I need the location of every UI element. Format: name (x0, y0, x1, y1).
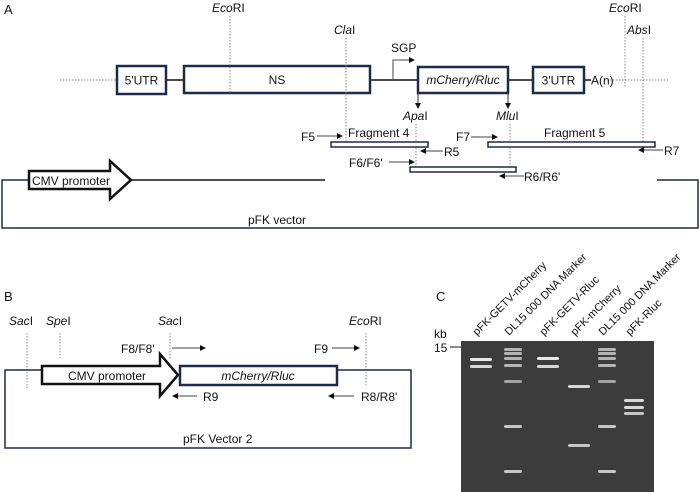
sgp-label: SGP (391, 41, 416, 55)
gel-band (598, 425, 616, 428)
ecori-site-label: EcoRI (212, 1, 245, 15)
primer-r7-label: R7 (664, 144, 680, 158)
primer-f9-label: F9 (314, 342, 328, 356)
panel-a-label: A (4, 2, 13, 17)
cmv-promoter-b-arrow: CMV promoter (40, 350, 180, 400)
reporter-b-label: mCherry/Rluc (221, 369, 294, 383)
primer-f8-label: F8/F8' (121, 342, 155, 356)
spei-site-label: SpeI (46, 314, 71, 328)
utr5-label: 5'UTR (125, 74, 159, 88)
reporter-b-box: mCherry/Rluc (178, 364, 339, 387)
cmv-promoter-b-label: CMV promoter (68, 369, 146, 383)
gel-band (504, 357, 522, 360)
utr3-box: 3'UTR (531, 65, 586, 95)
primer-r8-label: R8/R8' (361, 390, 397, 404)
gel-band (470, 358, 492, 361)
utr5-box: 5'UTR (115, 64, 168, 96)
primer-f5-label: F5 (301, 130, 315, 144)
apai-site-label: ApaI (402, 109, 428, 123)
gel-band (598, 364, 616, 367)
gel-band (598, 357, 616, 360)
primer-r6-label: R6/R6' (524, 170, 560, 184)
pfk-vector-2-label: pFK Vector 2 (183, 432, 253, 446)
polya-label: A(n) (591, 74, 614, 88)
primer-r5-label: R5 (444, 145, 460, 159)
gel-band (624, 406, 644, 409)
gel-band (568, 444, 590, 447)
gel-bands (470, 348, 644, 473)
pfk-vector-label: pFK vector (248, 213, 306, 227)
ecori-site-2-label: EcoRI (609, 1, 642, 15)
ns-box: NS (182, 64, 372, 95)
gel-band (624, 412, 644, 415)
reporter-box: mCherry/Rluc (416, 65, 510, 95)
fragment-4-bar (330, 141, 429, 148)
fragment-6-bar (409, 166, 517, 173)
ns-label: NS (269, 73, 286, 87)
gel-band (537, 365, 559, 368)
gel-band (504, 348, 522, 351)
gel-band (470, 365, 492, 368)
saci-site-label: SacI (9, 314, 33, 328)
primer-r9-label: R9 (203, 390, 219, 404)
utr3-label: 3'UTR (542, 74, 576, 88)
gel-band (624, 399, 644, 402)
primer-f7-label: F7 (456, 130, 470, 144)
gel-band (504, 364, 522, 367)
panel-c-label: C (436, 289, 445, 304)
gel-band (504, 470, 522, 473)
gel-band (598, 352, 616, 355)
gel-band (504, 425, 522, 428)
kb-unit-label: kb (434, 327, 447, 341)
gel-band (504, 380, 522, 383)
cmv-promoter-arrow: CMV promoter (27, 158, 133, 202)
gel-band (537, 357, 559, 360)
mlui-site-label: MluI (496, 109, 519, 123)
panel-b-label: B (4, 289, 13, 304)
fragment-5-bar (487, 141, 656, 148)
primer-f6-label: F6/F6' (349, 156, 383, 170)
absi-site-label: AbsI (626, 23, 651, 37)
pfk-vector-2-loop (4, 369, 412, 449)
gel-band (568, 385, 590, 388)
reporter-label: mCherry/Rluc (426, 73, 499, 87)
gel-band (504, 352, 522, 355)
fragment-4-label: Fragment 4 (348, 126, 410, 140)
saci-2-site-label: SacI (158, 314, 182, 328)
clai-site-label: ClaI (334, 23, 355, 37)
gel-band (598, 470, 616, 473)
size-15kb-label: 15 (434, 341, 448, 355)
pfk-vector-loop (1, 179, 699, 229)
gel-band (598, 348, 616, 351)
gel-image (461, 341, 654, 492)
gel-band (598, 380, 616, 383)
fragment-5-label: Fragment 5 (544, 126, 606, 140)
sgp-arrow-icon (392, 57, 415, 80)
cmv-promoter-label: CMV promoter (32, 174, 110, 188)
ecori-b-site-label: EcoRI (349, 314, 382, 328)
